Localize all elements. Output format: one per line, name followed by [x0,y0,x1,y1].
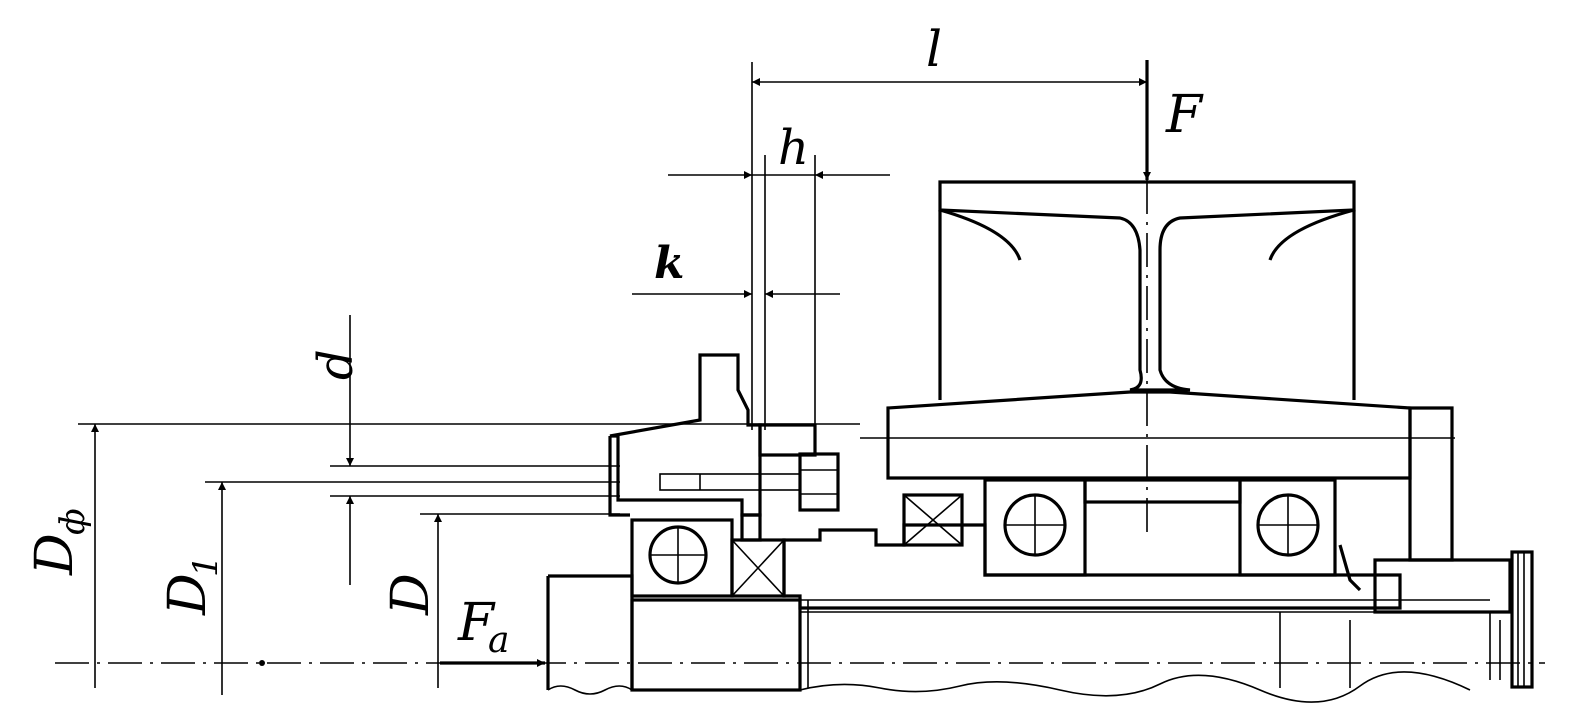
label-D1: D [158,573,218,616]
label-h: h [778,120,809,176]
label-k: k [654,238,685,289]
label-D1-subscript: 1 [186,555,226,577]
left-flange [608,353,817,542]
main-bearing-left [983,478,1087,577]
label-l: l [926,20,942,78]
label-Fa: F [457,593,496,653]
center-dot [259,660,265,666]
label-D-phi-subscript: ф [53,508,93,535]
end-nut [1338,544,1534,689]
wheel-hub [860,390,1512,614]
label-F: F [1165,85,1204,145]
wheel-rim [938,180,1356,400]
spacer-ring [902,493,964,547]
label-D: D [381,573,441,616]
extension-lines [78,62,860,515]
label-D-phi: D [25,533,85,576]
label-d: d [308,349,364,380]
bearing-spacer [1083,478,1242,576]
main-bearing-right [1238,478,1337,577]
bolt [659,452,840,512]
label-Fa-subscript: a [488,620,509,661]
hub-sleeve [782,523,1402,610]
